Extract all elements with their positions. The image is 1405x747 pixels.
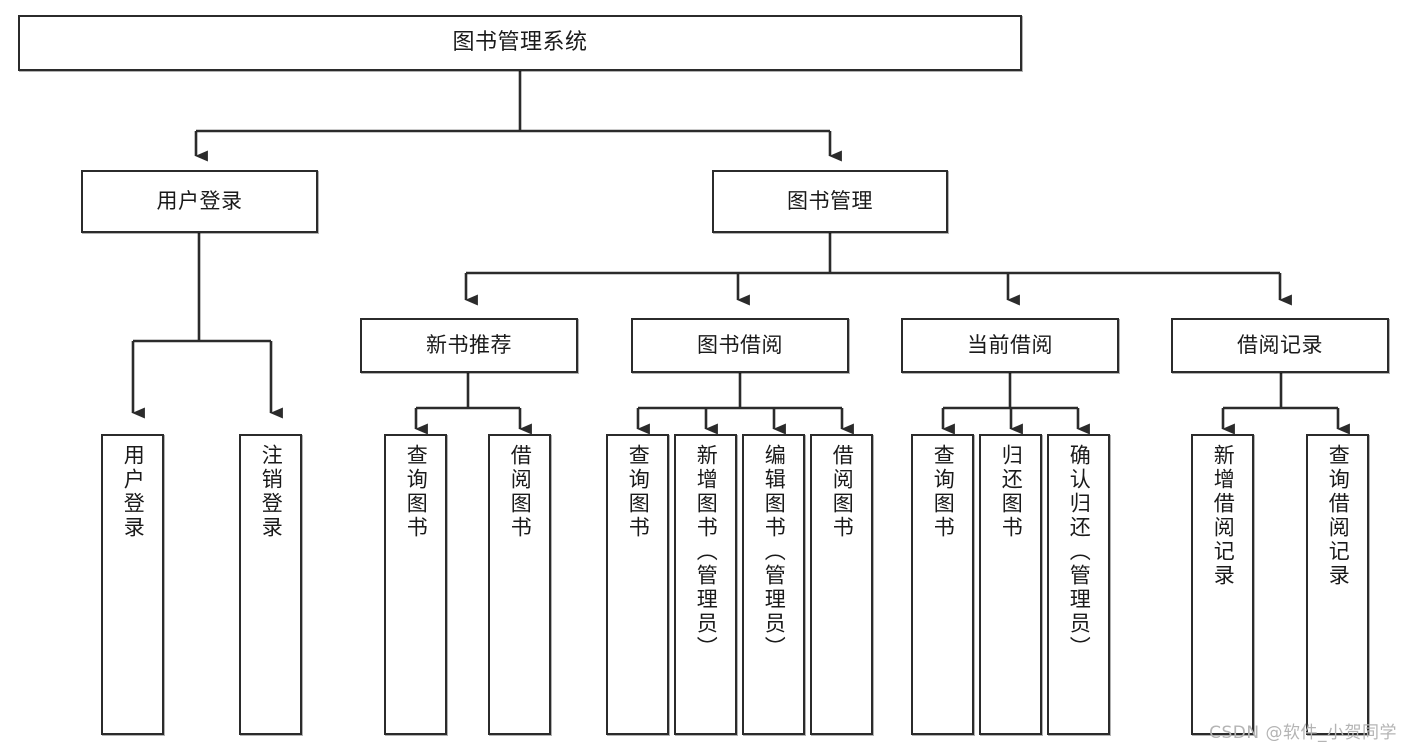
node-leaf-user-login[interactable]: 用户登录 xyxy=(101,434,164,735)
node-leaf-query-borrow-record[interactable]: 查询借阅记录 xyxy=(1306,434,1369,735)
node-leaf-query-book-recommend[interactable]: 查询图书 xyxy=(384,434,447,735)
node-leaf-query-book-current-label: 查询图书 xyxy=(931,444,956,540)
node-leaf-borrow-book-recommend[interactable]: 借阅图书 xyxy=(488,434,551,735)
node-leaf-query-borrow-record-label: 查询借阅记录 xyxy=(1326,444,1351,588)
node-leaf-return-book-label: 归还图书 xyxy=(999,444,1024,540)
node-leaf-borrow-book[interactable]: 借阅图书 xyxy=(810,434,873,735)
node-leaf-confirm-return-label: 确认归还（管理员） xyxy=(1067,444,1092,660)
node-leaf-query-book-recommend-label: 查询图书 xyxy=(404,444,429,540)
node-current-borrow[interactable]: 当前借阅 xyxy=(901,318,1119,373)
node-new-book-recommend-label: 新书推荐 xyxy=(426,332,512,357)
node-book-borrow[interactable]: 图书借阅 xyxy=(631,318,849,373)
node-leaf-query-book-borrow[interactable]: 查询图书 xyxy=(606,434,669,735)
node-book-borrow-label: 图书借阅 xyxy=(697,332,783,357)
node-leaf-borrow-book-label: 借阅图书 xyxy=(830,444,855,540)
node-leaf-add-book[interactable]: 新增图书（管理员） xyxy=(674,434,737,735)
node-leaf-add-borrow-record-label: 新增借阅记录 xyxy=(1211,444,1236,588)
node-leaf-borrow-book-recommend-label: 借阅图书 xyxy=(508,444,533,540)
node-leaf-add-borrow-record[interactable]: 新增借阅记录 xyxy=(1191,434,1254,735)
node-leaf-query-book-current[interactable]: 查询图书 xyxy=(911,434,974,735)
node-leaf-user-login-label: 用户登录 xyxy=(121,444,146,540)
node-new-book-recommend[interactable]: 新书推荐 xyxy=(360,318,578,373)
node-leaf-edit-book-label: 编辑图书（管理员） xyxy=(762,444,787,660)
node-book-management-label: 图书管理 xyxy=(787,188,873,213)
node-user-login[interactable]: 用户登录 xyxy=(81,170,318,233)
node-leaf-return-book[interactable]: 归还图书 xyxy=(979,434,1042,735)
node-leaf-edit-book[interactable]: 编辑图书（管理员） xyxy=(742,434,805,735)
node-leaf-add-book-label: 新增图书（管理员） xyxy=(694,444,719,660)
node-user-login-label: 用户登录 xyxy=(156,188,243,213)
csdn-watermark: CSDN @软件_小贺同学 xyxy=(1209,723,1397,743)
node-borrow-record-label: 借阅记录 xyxy=(1237,332,1323,357)
node-leaf-query-book-borrow-label: 查询图书 xyxy=(626,444,651,540)
node-borrow-record[interactable]: 借阅记录 xyxy=(1171,318,1389,373)
node-current-borrow-label: 当前借阅 xyxy=(967,332,1053,357)
node-root-label: 图书管理系统 xyxy=(452,29,588,55)
node-leaf-logout-login[interactable]: 注销登录 xyxy=(239,434,302,735)
node-leaf-logout-login-label: 注销登录 xyxy=(259,444,284,540)
node-root-book-management-system[interactable]: 图书管理系统 xyxy=(18,15,1022,71)
node-leaf-confirm-return[interactable]: 确认归还（管理员） xyxy=(1047,434,1110,735)
node-book-management[interactable]: 图书管理 xyxy=(712,170,948,233)
